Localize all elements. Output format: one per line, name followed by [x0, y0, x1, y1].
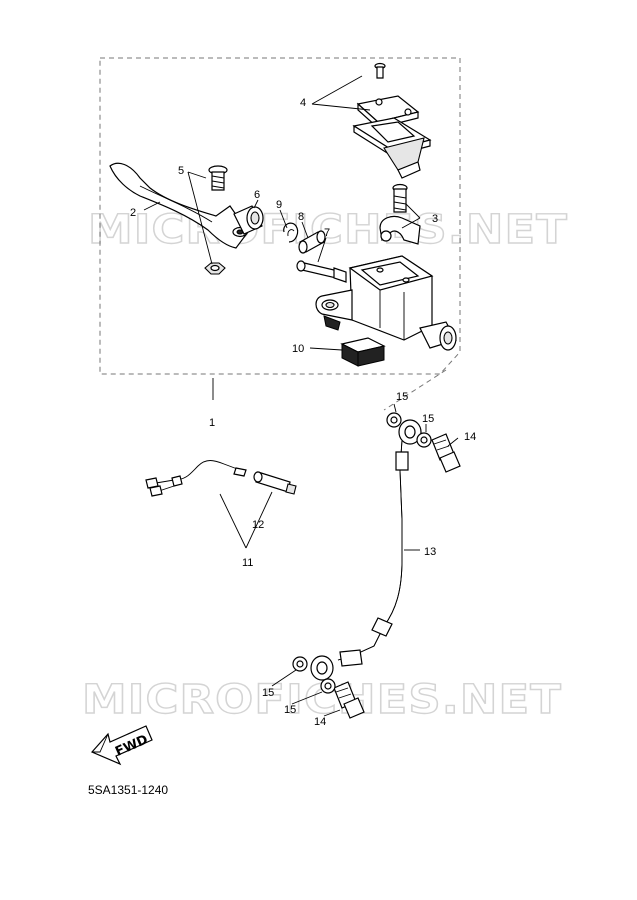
callout-9: 9: [276, 199, 282, 211]
callout-7: 7: [324, 227, 330, 239]
leader-lines: [143, 75, 459, 717]
washers-part-15: [292, 412, 432, 694]
callout-5: 5: [178, 165, 184, 177]
master-cylinder-body: [315, 255, 457, 351]
callout-2: 2: [130, 207, 136, 219]
watermark-top: MICROFICHES.NET: [88, 207, 568, 253]
piston-cup-part-8: [298, 230, 326, 254]
union-bolt-top-part-14: [431, 433, 461, 473]
callout-1: 1: [209, 417, 215, 429]
callout-13: 13: [424, 546, 436, 558]
assembly-to-hose-dash: [383, 369, 447, 411]
brake-hose-part-13: [310, 419, 422, 681]
callout-10: 10: [292, 343, 304, 355]
pivot-bolt-part-5: [204, 165, 228, 275]
union-bolt-bottom-part-14: [333, 681, 365, 719]
callout-8: 8: [298, 211, 304, 223]
fwd-arrow-icon: FWD: [90, 725, 153, 766]
callout-15-bottom-left: 15: [262, 687, 274, 699]
boot-part-6: [233, 205, 264, 235]
diagram-code: 5SA1351-1240: [88, 783, 168, 797]
callout-3: 3: [432, 213, 438, 225]
brake-switch-part-11-12: [145, 460, 297, 497]
reservoir-cap-part-4: [352, 62, 432, 179]
callout-15-bottom-right: 15: [284, 704, 296, 716]
callout-4: 4: [300, 97, 306, 109]
piston-part-7: [296, 260, 347, 283]
rubber-block-part-10: [340, 337, 386, 367]
callout-15-top-right: 15: [422, 413, 434, 425]
assembly-boundary: [99, 57, 461, 375]
callout-14-top: 14: [464, 431, 476, 443]
callout-14-bottom: 14: [314, 716, 326, 728]
callout-15-top-left: 15: [396, 391, 408, 403]
callout-11: 11: [242, 557, 253, 569]
callout-6: 6: [254, 189, 260, 201]
callout-12: 12: [252, 519, 264, 531]
